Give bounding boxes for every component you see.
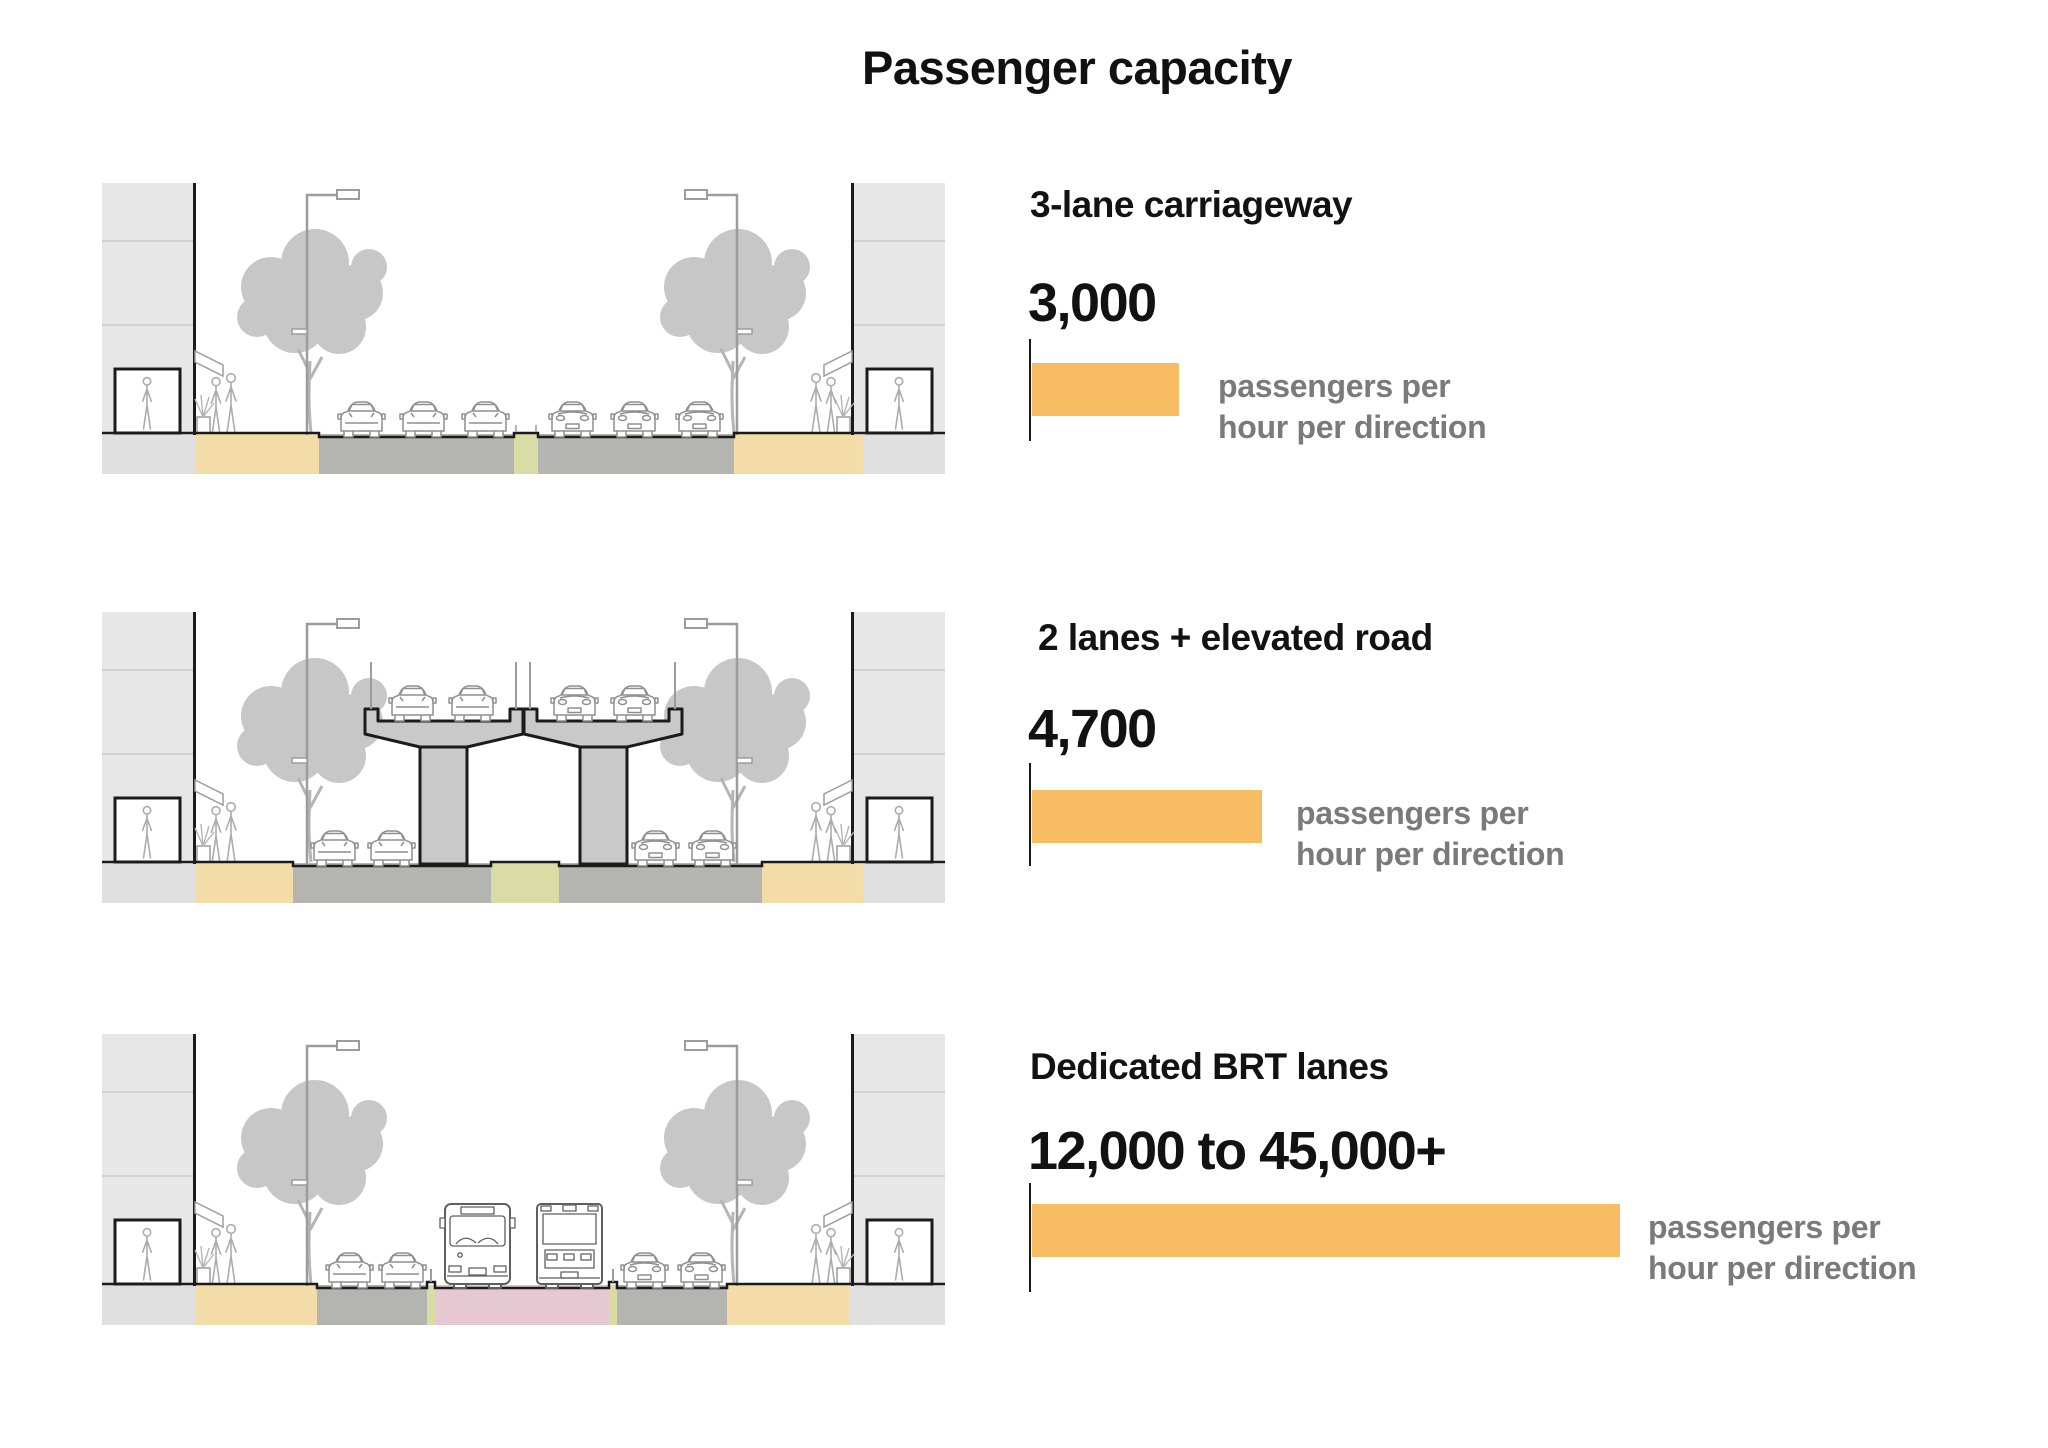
capacity-value: 4,700 [1028,699,1157,759]
capacity-bar [1032,790,1262,843]
capacity-bar [1032,363,1179,416]
bar-axis-line [1029,339,1031,441]
capacity-value: 3,000 [1028,273,1157,333]
bar-unit-label: passengers per hour per direction [1296,793,1565,875]
row-heading: Dedicated BRT lanes [1030,1045,1389,1087]
bar-axis-line [1029,1183,1031,1292]
row-heading: 2 lanes + elevated road [1038,616,1433,658]
bar-unit-label: passengers per hour per direction [1218,366,1487,448]
capacity-value: 12,000 to 45,000+ [1028,1121,1447,1181]
bar-unit-label-line1: passengers per [1218,368,1451,404]
street-cross-section-brt-illustration [102,1026,945,1326]
capacity-bar [1032,1204,1620,1257]
bar-unit-label-line2: hour per direction [1648,1250,1917,1286]
bar-axis-line [1029,763,1031,866]
street-cross-section-3-lane-illustration [102,175,945,475]
bar-unit-label-line1: passengers per [1648,1209,1881,1245]
row-heading: 3-lane carriageway [1030,183,1353,225]
page-title: Passenger capacity [862,41,1292,94]
bar-unit-label-line2: hour per direction [1296,836,1565,872]
bar-unit-label: passengers per hour per direction [1648,1207,1917,1289]
bar-unit-label-line1: passengers per [1296,795,1529,831]
street-cross-section-elevated-road-illustration [102,604,945,904]
bar-unit-label-line2: hour per direction [1218,409,1487,445]
